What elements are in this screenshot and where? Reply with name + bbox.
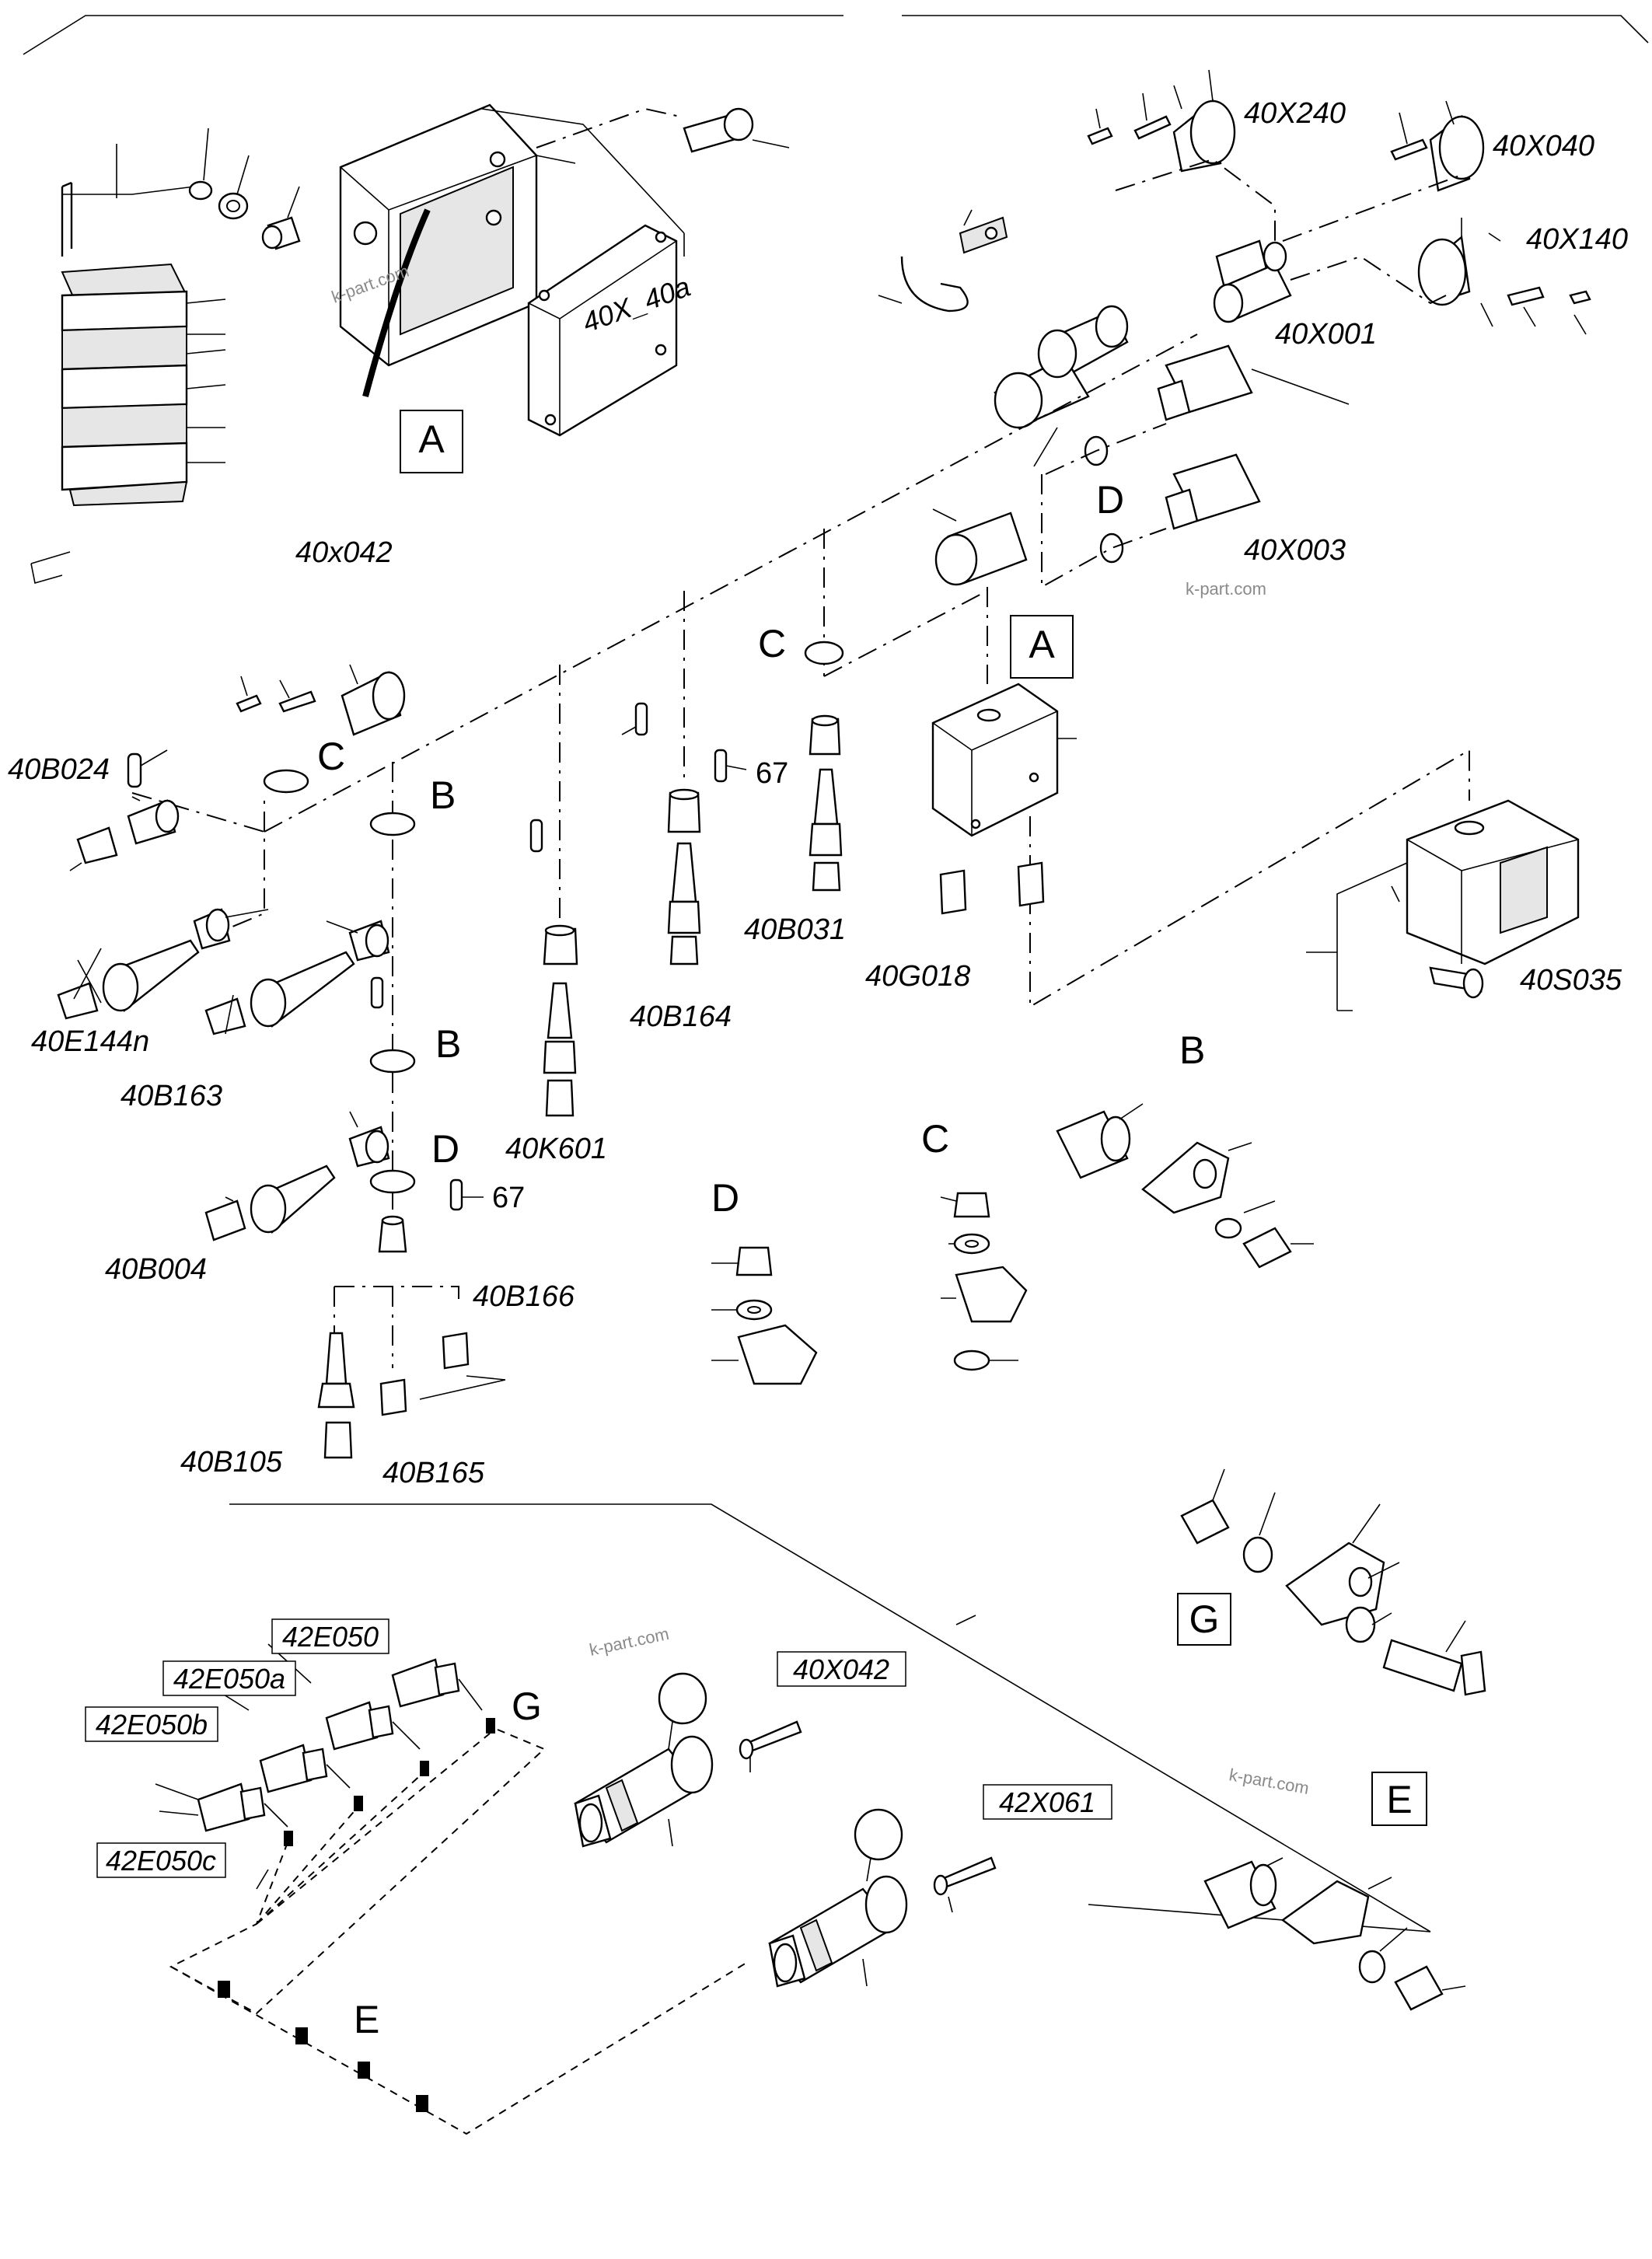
watermark-2: k-part.com [1186,579,1266,599]
letter-g-box [1177,1593,1231,1646]
label-40e144n: 40E144n [31,1025,149,1058]
terminal-block-assembly [30,127,301,585]
letter-e-box [1371,1772,1427,1826]
bottom-connectors: 40X042 42X061 [574,1651,1112,1988]
label-40s035: 40S035 [1520,964,1622,997]
junction-box-mid: 40G018 [865,683,1077,993]
label-40x042-bottom: 40X042 [793,1653,889,1685]
top-right-connectors: 40X240 40X040 40X140 40X001 [878,69,1628,599]
label-42e050a: 42E050a [173,1663,285,1695]
label-42x061: 42X061 [999,1786,1095,1818]
box-42e050a [162,1660,296,1696]
label-40b105: 40B105 [180,1446,283,1479]
box-40x042-bottom [777,1651,906,1687]
label-40x040: 40X040 [1493,130,1594,162]
box-40s035: 40S035 [1306,799,1622,1011]
letter-a-box-top [400,410,463,473]
box-42e050c [96,1842,226,1878]
page-frame [23,15,1649,55]
letter-a-mid: A [1029,623,1055,666]
label-40b031: 40B031 [744,913,846,946]
label-67-lower: 67 [492,1182,525,1214]
letter-b-upper: B [430,773,456,817]
label-40b163: 40B163 [120,1080,222,1112]
box-42e050 [271,1618,389,1654]
ring-seals [263,641,844,1194]
junction-box-a-top [339,103,790,437]
detail-d: D [711,1176,818,1385]
label-40b166: 40B166 [473,1280,575,1313]
detail-c: C [921,1117,1028,1371]
letter-b-detail: B [1179,1028,1205,1072]
letter-d-detail: D [711,1176,739,1220]
label-67-upper: 67 [756,757,788,790]
label-42e050: 42E050 [282,1621,379,1653]
letter-c-left: C [317,735,345,778]
label-40x001: 40X001 [1275,318,1377,351]
letter-g-harness: G [512,1685,542,1728]
letter-c-detail: C [921,1117,949,1161]
middle-sensors: 40K601 40B164 67 40B031 [505,702,846,1165]
box-42x061 [983,1784,1112,1820]
box-42e050b [85,1706,218,1742]
detail-b: B [1056,1028,1314,1269]
label-40g018: 40G018 [865,960,970,993]
letter-b-lower: B [435,1022,461,1066]
letter-e-detail: E [1386,1778,1412,1821]
label-40b164: 40B164 [630,1000,732,1033]
letter-g-detail: G [1189,1597,1220,1641]
letter-e-harness: E [354,1998,379,2041]
label-40x140: 40X140 [1526,223,1628,256]
letter-a-box-mid [1010,615,1074,679]
letter-a-top: A [418,417,445,461]
label-40x042-top: 40x042 [295,536,393,569]
label-40x003: 40X003 [1244,534,1346,567]
bottom-harness [155,1643,747,2135]
label-40b004: 40B004 [105,1253,207,1286]
detail-e [229,1503,1466,2011]
left-sensors: 40B024 40E144n 40B163 40B004 67 40B166 [8,664,575,1489]
label-42e050b: 42E050b [96,1709,208,1741]
watermark-3: k-part.com [588,1624,671,1660]
letter-c-mid: C [758,622,786,665]
label-40b165: 40B165 [382,1457,485,1489]
watermark-4: k-part.com [1228,1765,1311,1798]
letter-d-right: D [1096,478,1124,522]
label-42e050c: 42E050c [106,1845,216,1877]
letter-d-left: D [431,1127,459,1171]
detail-g [1180,1468,1486,1696]
label-40x240: 40X240 [1244,97,1346,130]
label-40b024: 40B024 [8,753,110,786]
label-40k601: 40K601 [505,1133,607,1165]
